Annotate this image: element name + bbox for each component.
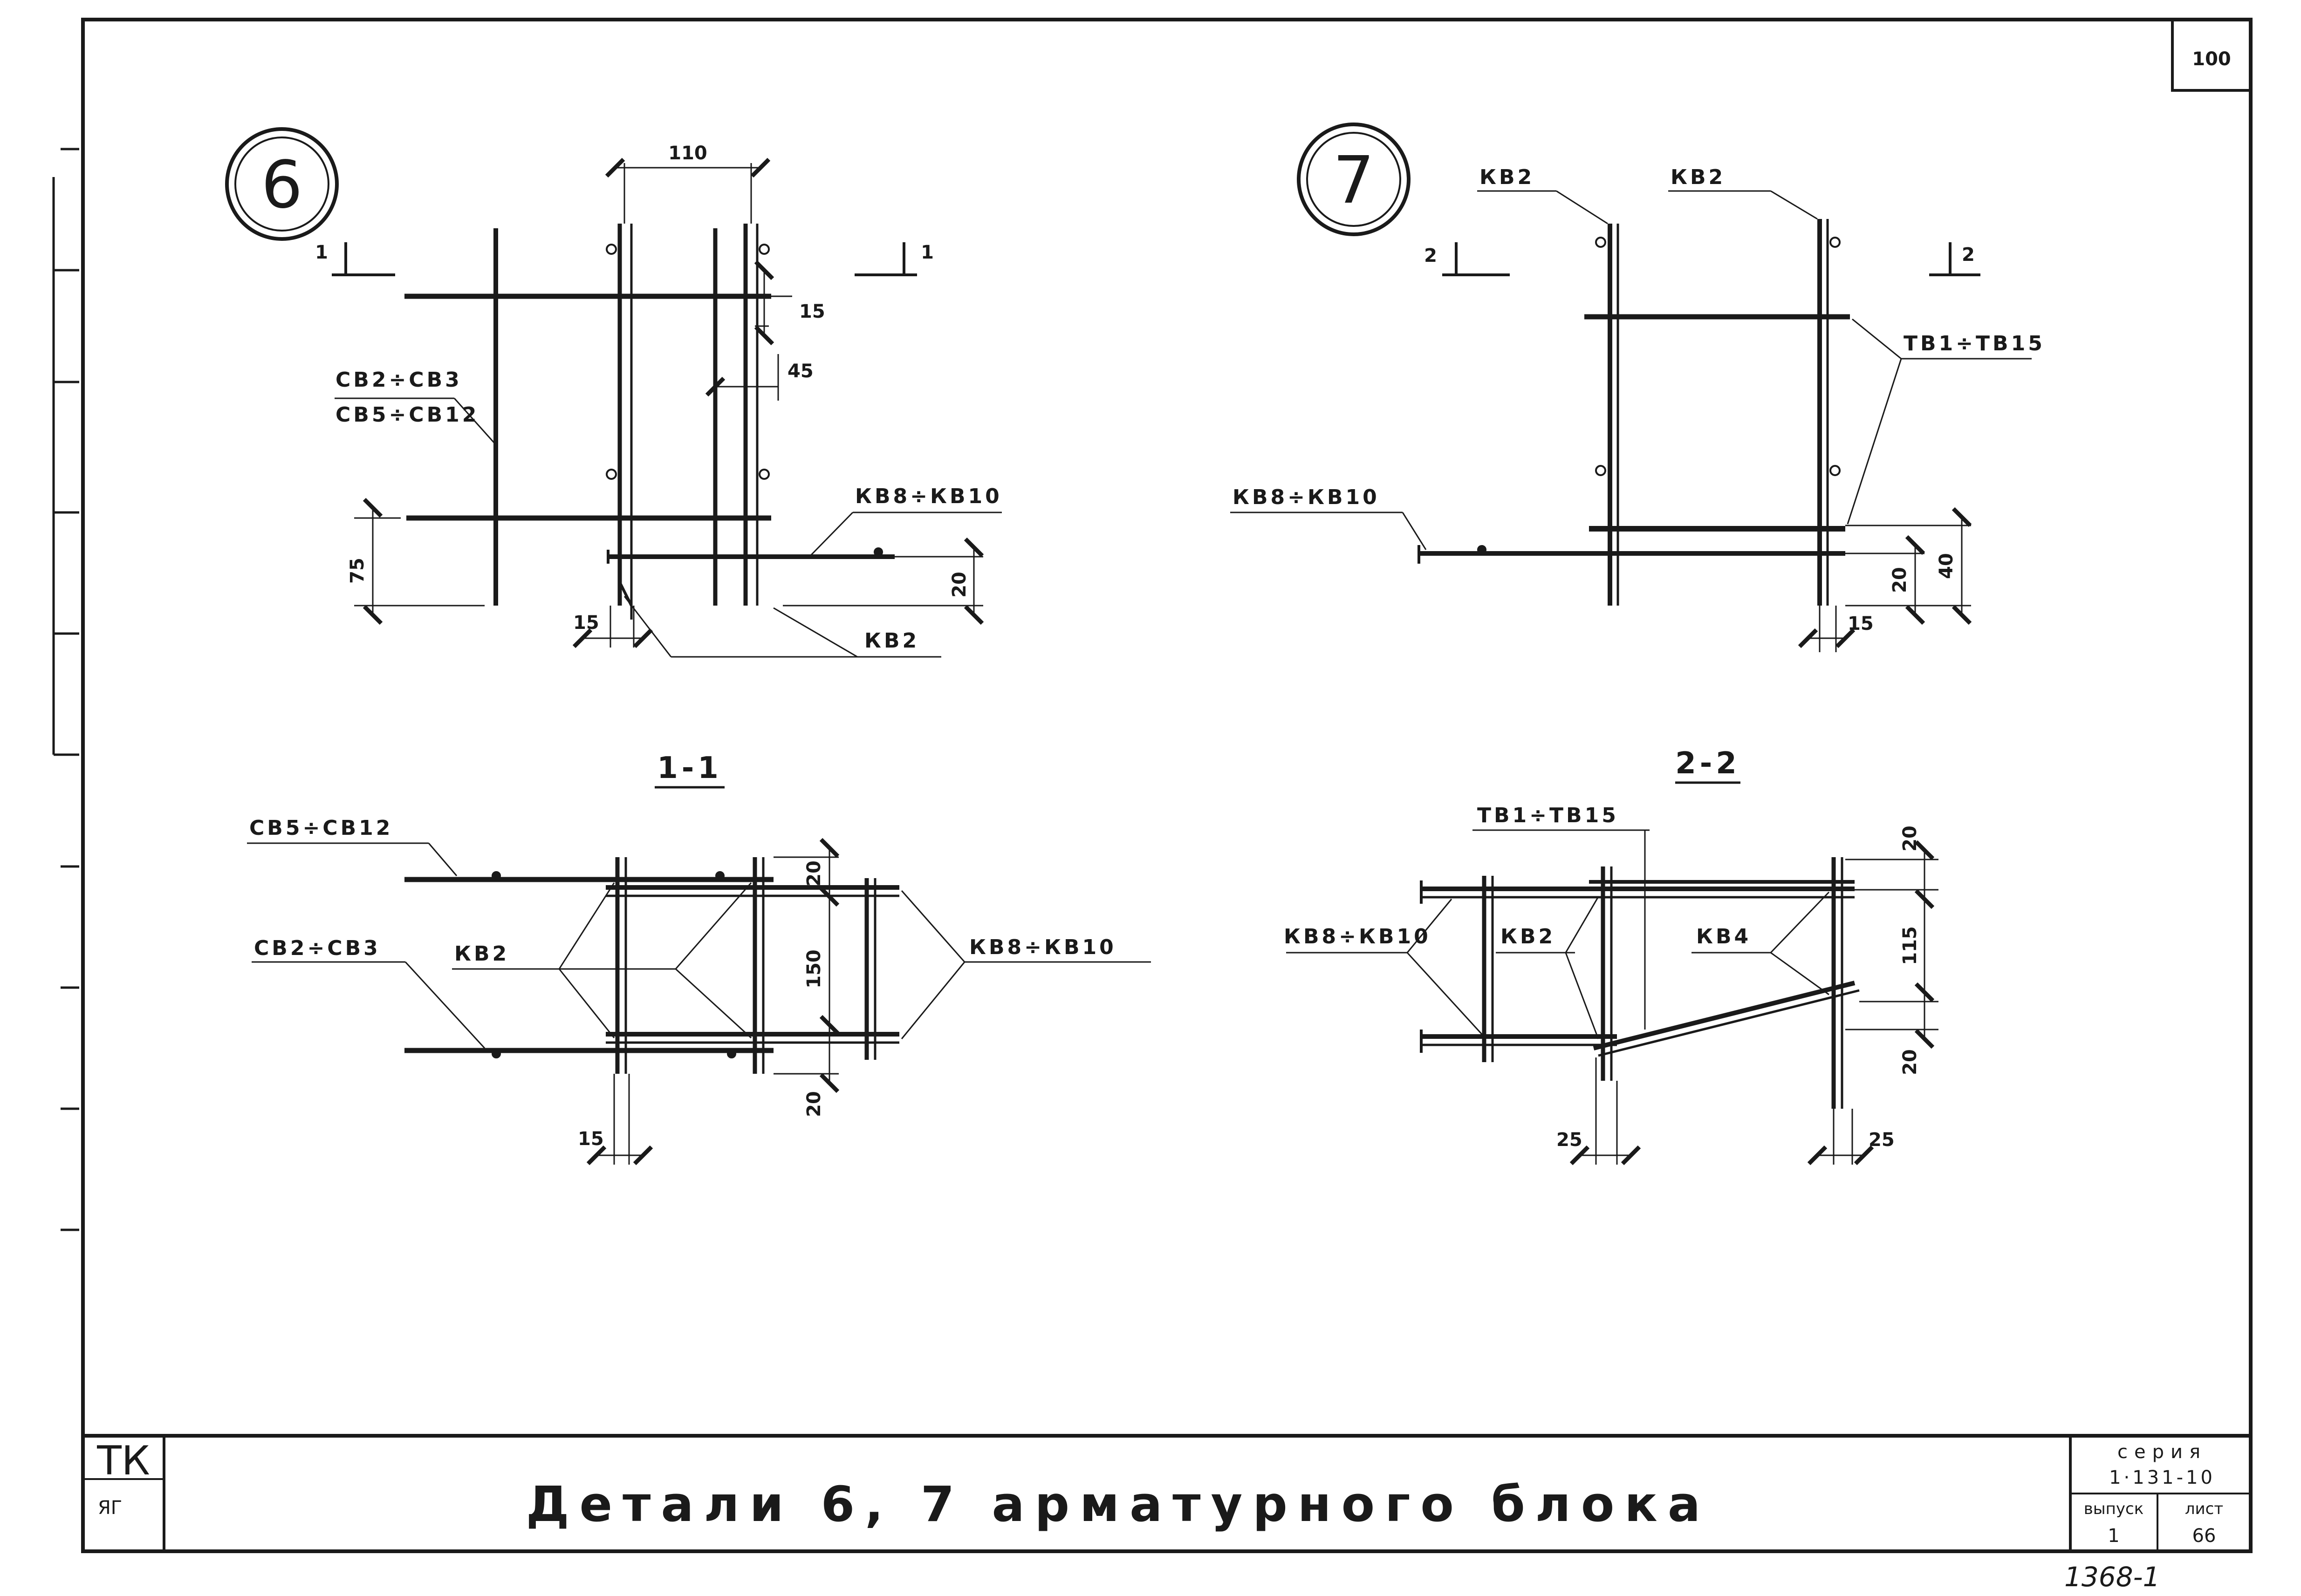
section-1-1-leaders [247, 842, 1151, 1049]
section-2-2-label-kb4: КВ4 [1696, 925, 1751, 948]
section-2-2-dim-20-top: 20 [1899, 825, 1921, 852]
section-2-2-dim-25-left: 25 [1556, 1129, 1582, 1151]
sheet-frame [81, 18, 2253, 1553]
stamp-sub: ЯГ [98, 1497, 122, 1519]
detail-6-dim-75: 75 [347, 558, 368, 584]
detail-6-dim-width: 110 [668, 143, 707, 164]
section-1-1-dim-15: 15 [578, 1128, 604, 1150]
detail-7-label-kb2-left: КВ2 [1479, 165, 1534, 189]
issue-value: 1 [2108, 1525, 2119, 1547]
detail-6-label-kb-horizontal: КВ8÷КВ10 [855, 484, 1002, 508]
section-1-1-title: 1-1 [657, 751, 722, 785]
detail-7-bars [1418, 219, 1850, 606]
section-1-1-dim-20-bottom: 20 [803, 1091, 825, 1117]
section-1-1-dim-150: 150 [803, 949, 825, 989]
series-label: серия [2117, 1441, 2207, 1463]
section-1-1-label-kb-right: КВ8÷КВ10 [969, 935, 1116, 959]
sheet-value: 66 [2192, 1525, 2216, 1547]
section-marker-1-right [855, 242, 917, 276]
sheet-label: лист [2185, 1500, 2223, 1518]
title-block: ТК ЯГ Детали 6, 7 арматурного блока сери… [96, 1438, 2223, 1547]
detail-6-label-cb-bottom: СВ5÷СВ12 [336, 403, 479, 427]
issue-label: выпуск [2084, 1500, 2143, 1518]
section-marker-2-right [1929, 242, 1980, 276]
series-value: 1·131-10 [2109, 1467, 2215, 1488]
detail-7-number: 7 [1333, 143, 1374, 218]
detail-7-label-kb2-right: КВ2 [1671, 165, 1726, 189]
detail-6-leaders [335, 397, 1002, 658]
detail-6-dim-20: 20 [949, 572, 970, 598]
detail-7-dim-40: 40 [1936, 553, 1957, 579]
drawing-title: Детали 6, 7 арматурного блока [526, 1476, 1711, 1533]
section-1-1-dimensions [586, 838, 899, 1166]
detail-6-dim-15: 15 [799, 301, 825, 322]
section-marker-2-right-label: 2 [1962, 244, 1975, 266]
detail-6: 6 1 1 [225, 127, 1002, 658]
section-marker-2-left-label: 2 [1424, 245, 1437, 266]
section-2-2-label-kb-left: КВ8÷КВ10 [1284, 925, 1431, 948]
section-2-2-dimensions [1569, 840, 1938, 1166]
section-1-1-bars [404, 857, 899, 1074]
detail-6-dim-15b: 15 [573, 612, 599, 634]
detail-7-label-kb-horizontal: КВ8÷КВ10 [1233, 485, 1380, 509]
detail-6-dimensions [354, 157, 984, 648]
detail-6-label-cb-top: СВ2÷СВ3 [336, 368, 462, 392]
binding-margin [52, 148, 79, 1231]
detail-7-dim-20: 20 [1889, 567, 1911, 593]
section-1-1-label-cb-bottom: СВ2÷СВ3 [254, 936, 381, 960]
detail-7-dimensions [1798, 507, 1972, 652]
sheet-number: 100 [2192, 48, 2231, 70]
detail-7-label-tb: ТВ1÷ТВ15 [1904, 332, 2045, 355]
detail-7-dim-15: 15 [1848, 613, 1874, 634]
section-1-1-dim-20-top: 20 [803, 860, 825, 887]
section-marker-1-right-label: 1 [921, 242, 934, 263]
section-2-2-dim-20-bottom: 20 [1899, 1049, 1921, 1075]
section-2-2-label-kb2: КВ2 [1500, 925, 1555, 948]
section-1-1-label-cb-top: СВ5÷СВ12 [249, 816, 393, 840]
section-2-2-leaders [1286, 829, 1830, 1039]
section-2-2-title: 2-2 [1675, 746, 1740, 781]
handwritten-note: 1368-1 [2064, 1561, 2160, 1593]
section-2-2-dim-115: 115 [1899, 926, 1921, 965]
section-2-2-label-tb: ТВ1÷ТВ15 [1477, 804, 1619, 827]
detail-7: 7 2 2 [1230, 123, 2045, 652]
section-1-1: 1-1 [247, 751, 1151, 1166]
section-2-2-bars [1420, 857, 1860, 1109]
section-2-2-dim-25-right: 25 [1869, 1129, 1895, 1151]
section-marker-1-left [332, 242, 395, 276]
section-marker-2-left [1442, 242, 1510, 276]
detail-6-circle [225, 127, 339, 241]
detail-6-dim-45: 45 [788, 361, 814, 382]
detail-7-leaders [1230, 190, 2032, 550]
section-marker-1-left-label: 1 [315, 242, 328, 263]
stamp-tk: ТК [96, 1438, 150, 1484]
detail-6-number: 6 [261, 147, 302, 223]
detail-7-circle [1297, 123, 1411, 236]
detail-6-label-kb-vertical: КВ2 [864, 629, 919, 653]
section-1-1-label-kb2: КВ2 [454, 942, 509, 966]
section-2-2: 2-2 [1284, 746, 1938, 1166]
